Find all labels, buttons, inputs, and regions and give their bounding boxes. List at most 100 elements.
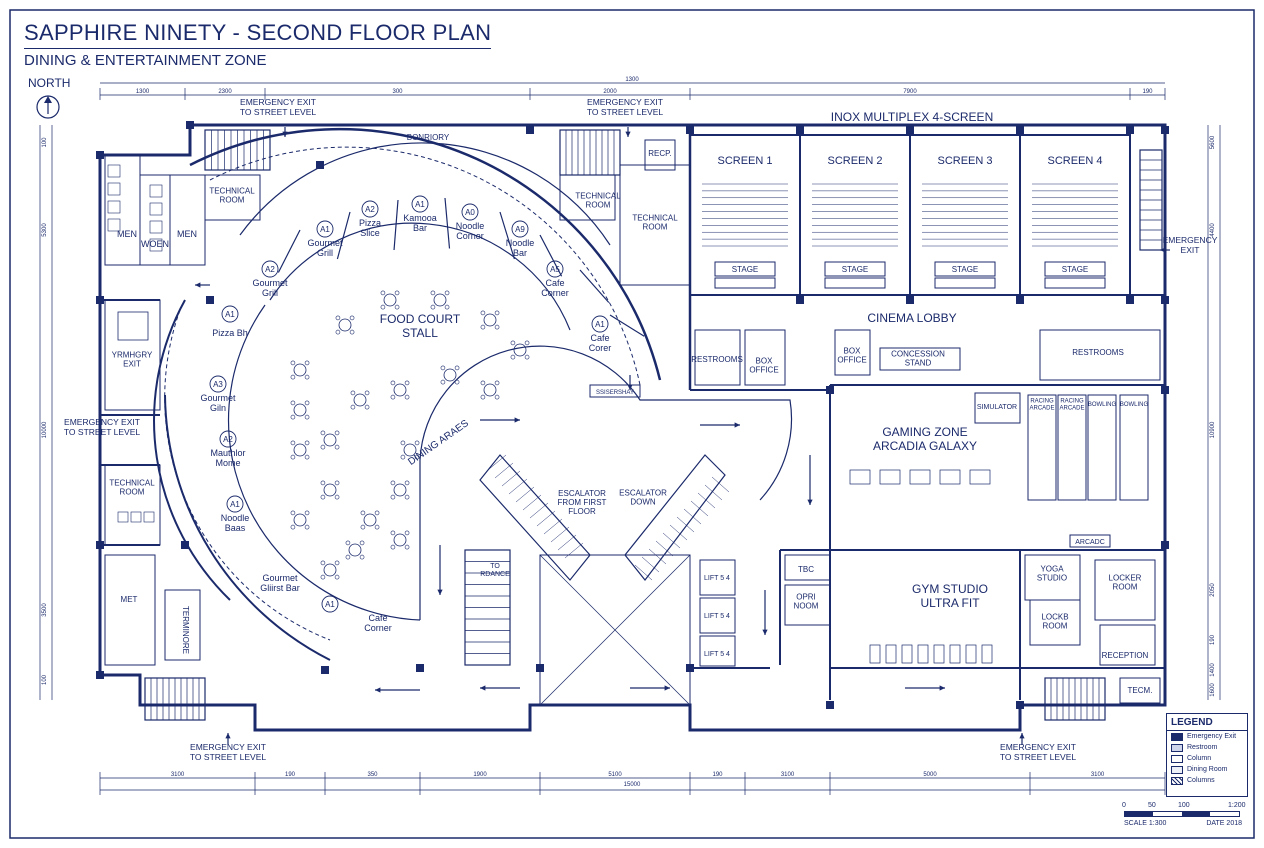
column-marker — [206, 296, 214, 304]
room-label-bonriory: BONRIORY — [407, 133, 450, 142]
escalator-step — [641, 556, 660, 573]
dining-chair — [524, 340, 530, 346]
sheet-border — [9, 9, 1255, 839]
room-label-women: WOEN — [141, 239, 169, 249]
lift-1 — [699, 559, 736, 596]
food-court-inner-ring — [227, 304, 421, 621]
stall-code-circle — [221, 305, 239, 323]
north-label: NORTH — [28, 76, 71, 90]
dimension-label: 10000 — [42, 421, 48, 438]
gym-equipment — [933, 644, 945, 664]
dining-chair — [404, 380, 410, 386]
scale-tick: 0 — [1122, 802, 1126, 809]
dining-chair — [444, 304, 450, 310]
dining-chair — [454, 365, 460, 371]
dining-chair — [334, 574, 340, 580]
legend-item-columns: Columns — [1167, 775, 1247, 786]
toilet-stall — [107, 200, 121, 214]
counter-sisershay — [589, 384, 641, 398]
arcade-cabinet — [969, 469, 991, 485]
stage-platform — [714, 277, 776, 289]
legend-item-restroom: Restroom — [1167, 742, 1247, 753]
dining-chair — [320, 444, 326, 450]
dimension-label: 5100 — [608, 772, 622, 778]
column-marker — [321, 666, 329, 674]
racing-lane — [1027, 394, 1057, 501]
scale-tick: 100 — [1178, 802, 1190, 809]
stall-code: A2 — [365, 205, 375, 214]
room-label-reception: RECEPTION — [1102, 651, 1149, 660]
dining-chair — [380, 304, 386, 310]
simulator-pod — [974, 392, 1021, 424]
stall-divider — [336, 211, 351, 260]
emergency-exit-room — [104, 299, 161, 411]
arcade-cabinet — [909, 469, 931, 485]
arrow-head — [627, 384, 633, 390]
locker-room-1 — [1094, 559, 1156, 621]
arcade-cabinet — [879, 469, 901, 485]
dining-chair — [320, 494, 326, 500]
scale-bar — [1124, 811, 1240, 817]
scale-bar-block: 0 50 100 1:200 SCALE 1:300 DATE 2018 — [1120, 802, 1250, 832]
dining-chair — [334, 494, 340, 500]
arrow-head — [514, 417, 520, 423]
technical-room-2 — [559, 174, 616, 221]
dining-chair — [400, 440, 406, 446]
gym-equipment — [917, 644, 929, 664]
technical-room-4 — [104, 464, 161, 546]
stall-code-circle — [209, 375, 227, 393]
dining-chair — [290, 414, 296, 420]
corridor-curve — [209, 146, 641, 386]
dimension-label: 1300 — [136, 89, 150, 95]
dining-table — [323, 483, 337, 497]
dining-table — [383, 293, 397, 307]
column-marker — [1126, 296, 1134, 304]
dimension-label: 3100 — [171, 772, 185, 778]
arcade-cabinet — [849, 469, 871, 485]
dimension-label: 190 — [285, 772, 296, 778]
column-marker — [1161, 126, 1169, 134]
dining-chair — [290, 374, 296, 380]
dimension-label: 300 — [392, 89, 403, 95]
dining-chair — [380, 290, 386, 296]
dimension-label: 2300 — [218, 89, 232, 95]
dining-chair — [290, 360, 296, 366]
dining-chair — [390, 394, 396, 400]
room-label-sisershay: SSISERSHAY — [596, 390, 634, 396]
lift-2 — [699, 597, 736, 634]
gym-equipment — [901, 644, 913, 664]
column-marker — [686, 126, 694, 134]
dining-chair — [444, 290, 450, 296]
arrow-head — [375, 687, 381, 693]
dining-chair — [359, 540, 365, 546]
dimension-label: 4400 — [1210, 223, 1216, 237]
dining-chair — [320, 574, 326, 580]
exterior-wall — [98, 123, 1167, 732]
tecm-room — [1119, 677, 1161, 704]
restroom-women — [139, 174, 171, 266]
dining-chair — [394, 304, 400, 310]
dining-chair — [494, 324, 500, 330]
dimension-label: 2000 — [603, 89, 617, 95]
gym-equipment — [949, 644, 961, 664]
dining-table — [353, 393, 367, 407]
escalator-step — [494, 462, 514, 479]
stall-divider — [277, 229, 301, 273]
escalator-step — [655, 540, 674, 557]
stall-divider — [579, 269, 610, 303]
locker-room-2 — [1029, 599, 1081, 646]
escalator-void — [539, 554, 691, 706]
dimension-label: 5000 — [923, 772, 937, 778]
dining-chair — [345, 554, 351, 560]
toilet-stall — [149, 184, 163, 198]
dimension-label: 190 — [1142, 89, 1153, 95]
dining-chair — [304, 374, 310, 380]
dining-chair — [510, 354, 516, 360]
dining-chair — [440, 379, 446, 385]
